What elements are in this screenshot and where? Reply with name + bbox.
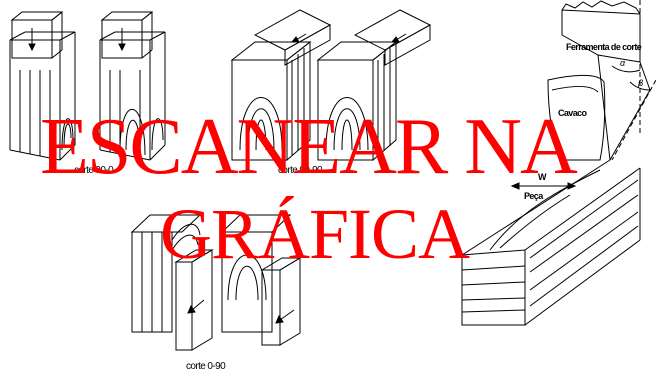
label-alpha: α bbox=[620, 58, 625, 68]
overlay-line-1: ESCANEAR NA bbox=[40, 103, 578, 191]
label-beta: β bbox=[638, 78, 643, 88]
cutting-tool-diagram bbox=[461, 0, 656, 326]
block-cut-0-90 bbox=[130, 214, 302, 351]
label-cut-0-90: corte 0-90 bbox=[186, 361, 226, 372]
label-cutting-tool: Ferramenta de corte bbox=[566, 42, 642, 52]
label-width: W bbox=[538, 172, 546, 182]
block-cut-90-0 bbox=[9, 11, 166, 161]
label-cut-90-0: corte 90-0 bbox=[74, 165, 114, 176]
label-chip: Cavaco bbox=[558, 108, 587, 118]
overlay-line-2: GRÁFICA bbox=[160, 194, 470, 274]
label-cut-90-90: corte 90-90 bbox=[278, 165, 323, 176]
label-piece: Peça bbox=[524, 191, 543, 201]
block-cut-90-90 bbox=[230, 9, 432, 162]
